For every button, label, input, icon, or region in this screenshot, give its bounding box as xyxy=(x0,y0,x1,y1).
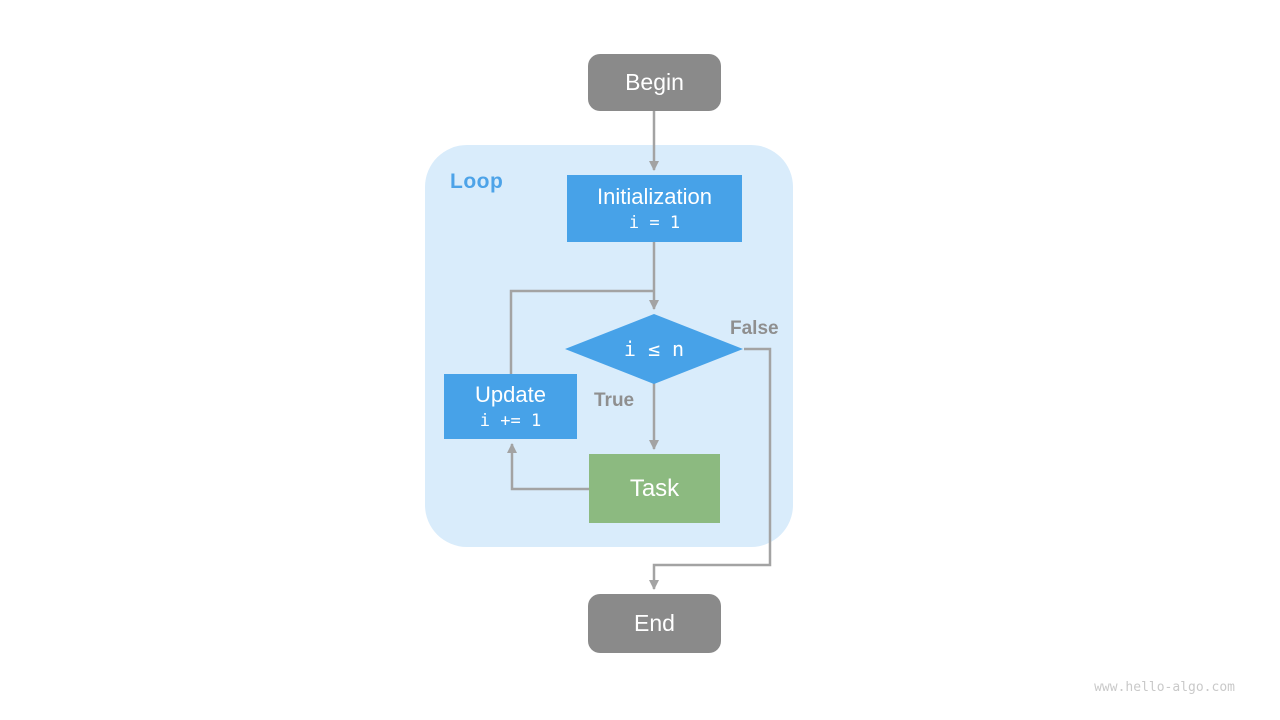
end-label: End xyxy=(634,610,675,637)
initialization-code: i = 1 xyxy=(628,212,681,233)
watermark: www.hello-algo.com xyxy=(1094,680,1235,695)
task-label: Task xyxy=(629,474,680,502)
begin-node: Begin xyxy=(588,54,721,111)
task-node: Task xyxy=(589,454,720,523)
update-code: i += 1 xyxy=(479,410,542,431)
begin-label: Begin xyxy=(625,69,684,96)
update-title: Update xyxy=(475,382,546,408)
end-node: End xyxy=(588,594,721,653)
update-node: Update i += 1 xyxy=(444,374,577,439)
condition-label: i ≤ n xyxy=(623,336,685,361)
false-branch-label: False xyxy=(730,318,779,339)
true-branch-label: True xyxy=(594,390,635,411)
loop-label: Loop xyxy=(450,170,504,193)
edge-task-update xyxy=(507,443,589,491)
initialization-node: Initialization i = 1 xyxy=(567,175,742,242)
edge-update-condition xyxy=(509,289,654,374)
edge-false-end xyxy=(649,347,772,590)
initialization-title: Initialization xyxy=(597,184,712,210)
